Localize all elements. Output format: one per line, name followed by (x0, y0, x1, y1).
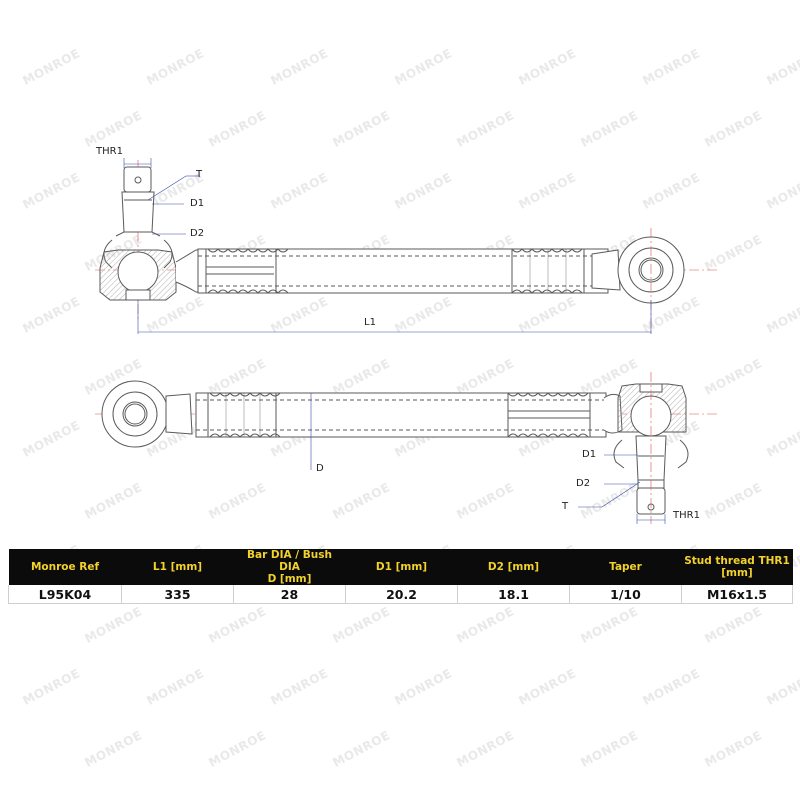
label-thr1-top: THR1 (96, 146, 123, 157)
header-d2: D2 [mm] (457, 549, 570, 585)
monroe-watermark: MONROE (702, 728, 765, 770)
label-d2-bottom: D2 (576, 478, 591, 489)
dimension-lines-bottom (310, 393, 666, 524)
monroe-watermark: MONROE (82, 604, 145, 646)
label-d-bar: D (316, 463, 324, 474)
cell-l1: 335 (121, 585, 234, 604)
bottom-view (95, 372, 720, 524)
monroe-watermark: MONROE (206, 728, 269, 770)
monroe-watermark: MONROE (516, 666, 579, 708)
cell-stud-thread: M16x1.5 (681, 585, 793, 604)
header-taper: Taper (569, 549, 682, 585)
monroe-watermark: MONROE (82, 728, 145, 770)
cell-monroe-ref: L95K04 (8, 585, 122, 604)
monroe-watermark: MONROE (702, 604, 765, 646)
top-view (95, 158, 720, 335)
monroe-watermark: MONROE (20, 666, 83, 708)
ball-joint-right (603, 372, 689, 524)
monroe-watermark: MONROE (578, 604, 641, 646)
monroe-watermark: MONROE (392, 666, 455, 708)
eye-bushing-right (591, 228, 685, 335)
header-stud-thread: Stud thread THR1[mm] (681, 549, 793, 585)
label-d1-top: D1 (190, 198, 205, 209)
table-row: L95K04 335 28 20.2 18.1 1/10 M16x1.5 (8, 585, 793, 604)
cell-bar-dia: 28 (233, 585, 346, 604)
cell-taper: 1/10 (569, 585, 682, 604)
eye-bushing-left (101, 380, 193, 448)
monroe-watermark: MONROE (144, 666, 207, 708)
header-monroe-ref: Monroe Ref (8, 549, 122, 585)
monroe-watermark: MONROE (330, 728, 393, 770)
dimension-lines-top (123, 158, 652, 334)
monroe-watermark: MONROE (330, 604, 393, 646)
monroe-watermark: MONROE (454, 604, 517, 646)
cell-d1: 20.2 (345, 585, 458, 604)
ball-joint-left (99, 166, 201, 301)
tie-rod-bar-bottom (195, 392, 607, 438)
monroe-watermark: MONROE (206, 604, 269, 646)
tie-rod-bar-top (197, 248, 609, 294)
label-thr1-bottom: THR1 (673, 510, 700, 521)
header-d1: D1 [mm] (345, 549, 458, 585)
label-l1: L1 (364, 317, 376, 328)
monroe-watermark: MONROE (268, 666, 331, 708)
header-l1: L1 [mm] (121, 549, 234, 585)
label-d1-bottom: D1 (582, 449, 597, 460)
label-d2-top: D2 (190, 228, 205, 239)
label-t-top: T (196, 169, 203, 180)
monroe-watermark: MONROE (578, 728, 641, 770)
monroe-watermark: MONROE (640, 666, 703, 708)
tie-rod-technical-drawing (95, 158, 720, 524)
label-t-bottom: T (562, 501, 569, 512)
monroe-watermark: MONROE (764, 666, 800, 708)
cell-d2: 18.1 (457, 585, 570, 604)
monroe-watermark: MONROE (454, 728, 517, 770)
